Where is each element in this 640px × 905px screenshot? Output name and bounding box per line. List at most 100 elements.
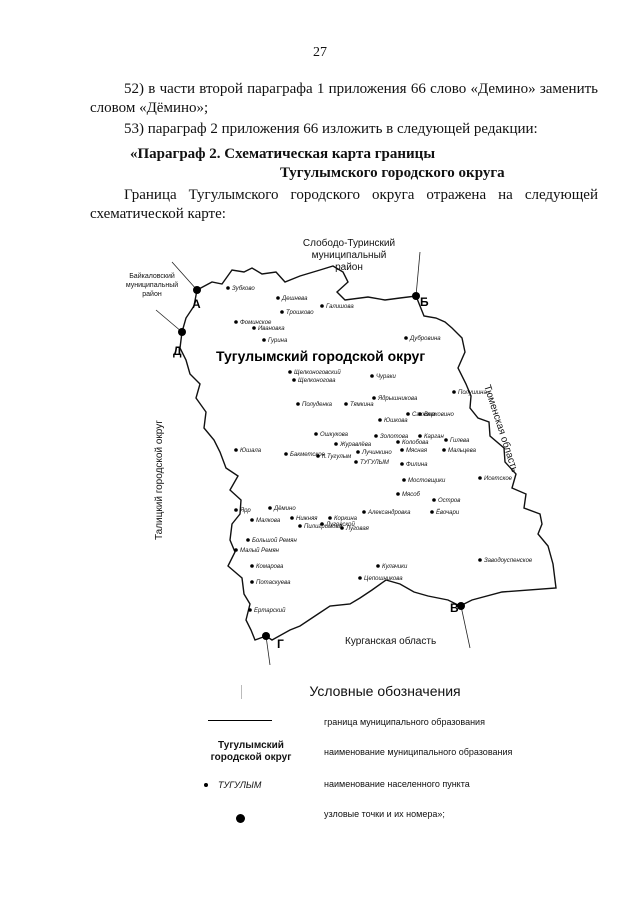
- settlement-dot: [284, 452, 288, 456]
- settlement-dot: [292, 378, 296, 382]
- settlement-dot: [334, 442, 338, 446]
- node-label-b: Б: [420, 295, 429, 309]
- settlement-dot: [314, 432, 318, 436]
- settlement-dot: [376, 564, 380, 568]
- settlement-label: Комарова: [256, 564, 284, 570]
- settlement-dot: [226, 286, 230, 290]
- node-label-g: Г: [277, 637, 284, 651]
- settlement-dot: [250, 580, 254, 584]
- settlement-label: Исетское: [484, 476, 513, 482]
- settlement-label: Нижняя: [296, 516, 318, 522]
- settlement-dot: [400, 462, 404, 466]
- settlement-dot: [402, 478, 406, 482]
- neighbor-east: Тюменская область: [481, 383, 521, 474]
- paragraph-53: 53) параграф 2 приложения 66 изложить в …: [124, 121, 538, 137]
- settlement-dot: [340, 526, 344, 530]
- settlement-label: Мясная: [406, 448, 428, 454]
- settlement-label: Филина: [406, 462, 428, 468]
- node-label-v: В: [450, 601, 459, 615]
- settlement-label: Тямкина: [350, 402, 374, 408]
- settlement-label: Полуденка: [302, 402, 333, 408]
- settlement-dot: [252, 326, 256, 330]
- settlement-dot: [452, 390, 456, 394]
- settlement-dot: [406, 412, 410, 416]
- node-label-a: А: [192, 297, 201, 311]
- settlement-dot: [396, 440, 400, 444]
- neighbor-west: Талицкий городской округ: [154, 420, 165, 540]
- settlement-label: Карган: [424, 434, 444, 440]
- settlement-dot: [296, 402, 300, 406]
- settlement-label: Малый Ремян: [240, 547, 280, 554]
- settlement-label: Щелконогова: [298, 378, 336, 384]
- district-boundary: [179, 265, 557, 641]
- settlement-dot: [298, 524, 302, 528]
- heading-line-1: «Параграф 2. Схематическая карта границы: [130, 146, 436, 162]
- settlement-dot: [276, 296, 280, 300]
- settlement-label: Ошкукова: [320, 432, 349, 438]
- page-number: 27: [313, 45, 327, 60]
- settlement-label: Дубровина: [409, 336, 441, 342]
- neighbor-north-1: Слободо-Туринский: [303, 237, 395, 249]
- settlement-label: Гурина: [268, 338, 288, 344]
- settlement-dot: [290, 516, 294, 520]
- settlement-label: Полушина: [458, 390, 487, 396]
- settlement-dot: [356, 450, 360, 454]
- settlement-label: Остров: [438, 498, 460, 504]
- settlement-dot: [378, 418, 382, 422]
- settlement-dot: [432, 498, 436, 502]
- settlement-label: Мальцева: [448, 448, 477, 454]
- paragraph-52: 52) в части второй параграфа 1 приложени…: [90, 81, 598, 116]
- settlement-label: Цепошникова: [364, 576, 403, 582]
- settlement-label: Ертарский: [254, 607, 286, 614]
- section-heading: «Параграф 2. Схематическая карта границы…: [90, 145, 598, 183]
- settlement-dot: [442, 448, 446, 452]
- settlement-label: Малкова: [256, 518, 281, 524]
- schematic-map: А Б В Г Д Слободо-Туринский муниципальны…: [126, 237, 557, 666]
- settlement-label: Луговая: [345, 526, 370, 532]
- settlement-label: Ядрышникова: [377, 396, 418, 402]
- settlement-label: Юшала: [240, 448, 262, 454]
- settlement-label: Галишова: [326, 304, 354, 310]
- settlement-label: Пилигримова: [304, 524, 342, 530]
- settlement-dot: [444, 438, 448, 442]
- settlement-label: Фоминское: [240, 320, 272, 326]
- legend-desc-boundary: граница муниципального образования: [324, 717, 485, 727]
- settlement-label: Щелконоговский: [294, 369, 341, 376]
- legend-settlement-dot: [204, 783, 208, 787]
- settlement-dot: [418, 434, 422, 438]
- settlement-label: ТУГУЛЫМ: [360, 460, 389, 466]
- settlement-label: п.Тугулым: [322, 454, 351, 460]
- settlement-label: Трошково: [286, 310, 314, 316]
- neighbor-nw-2: муниципальный: [126, 281, 178, 289]
- settlement-label: Кулачики: [382, 564, 408, 570]
- settlement-dot: [370, 374, 374, 378]
- settlement-label: Гилева: [450, 438, 470, 444]
- settlement-label: Луговской: [325, 521, 356, 528]
- settlement-label: Ёвочари: [436, 509, 460, 516]
- settlement-label: Зубково: [232, 286, 255, 292]
- node-label-d: Д: [173, 344, 182, 358]
- settlement-label: Колобова: [402, 440, 429, 446]
- settlement-label: Потаскуева: [256, 580, 291, 586]
- settlement-label: Юшкова: [384, 418, 408, 424]
- settlement-dot: [328, 516, 332, 520]
- settlement-label: Ивановка: [258, 326, 285, 332]
- settlement-dot: [362, 510, 366, 514]
- settlement-label: Александровка: [367, 510, 411, 516]
- settlement-dot: [250, 518, 254, 522]
- settlement-dot: [234, 548, 238, 552]
- neighbor-nw-1: Байкаловский: [129, 272, 175, 280]
- settlement-dot: [358, 576, 362, 580]
- neighbor-nw-3: район: [142, 290, 162, 298]
- settlement-label: Мясоб: [402, 492, 421, 498]
- settlement-dot: [404, 336, 408, 340]
- intro-paragraph: Граница Тугулымского городского округа о…: [90, 187, 598, 222]
- settlement-dot: [478, 476, 482, 480]
- settlement-dot: [250, 564, 254, 568]
- legend-sample-settlement: ТУГУЛЫМ: [218, 780, 262, 790]
- settlement-dot: [372, 396, 376, 400]
- legend-desc-settlement: наименование населенного пункта: [324, 779, 470, 789]
- settlement-dot: [344, 402, 348, 406]
- settlement-dot: [234, 508, 238, 512]
- legend-sample-district: Тугулымский городской округ: [210, 740, 292, 763]
